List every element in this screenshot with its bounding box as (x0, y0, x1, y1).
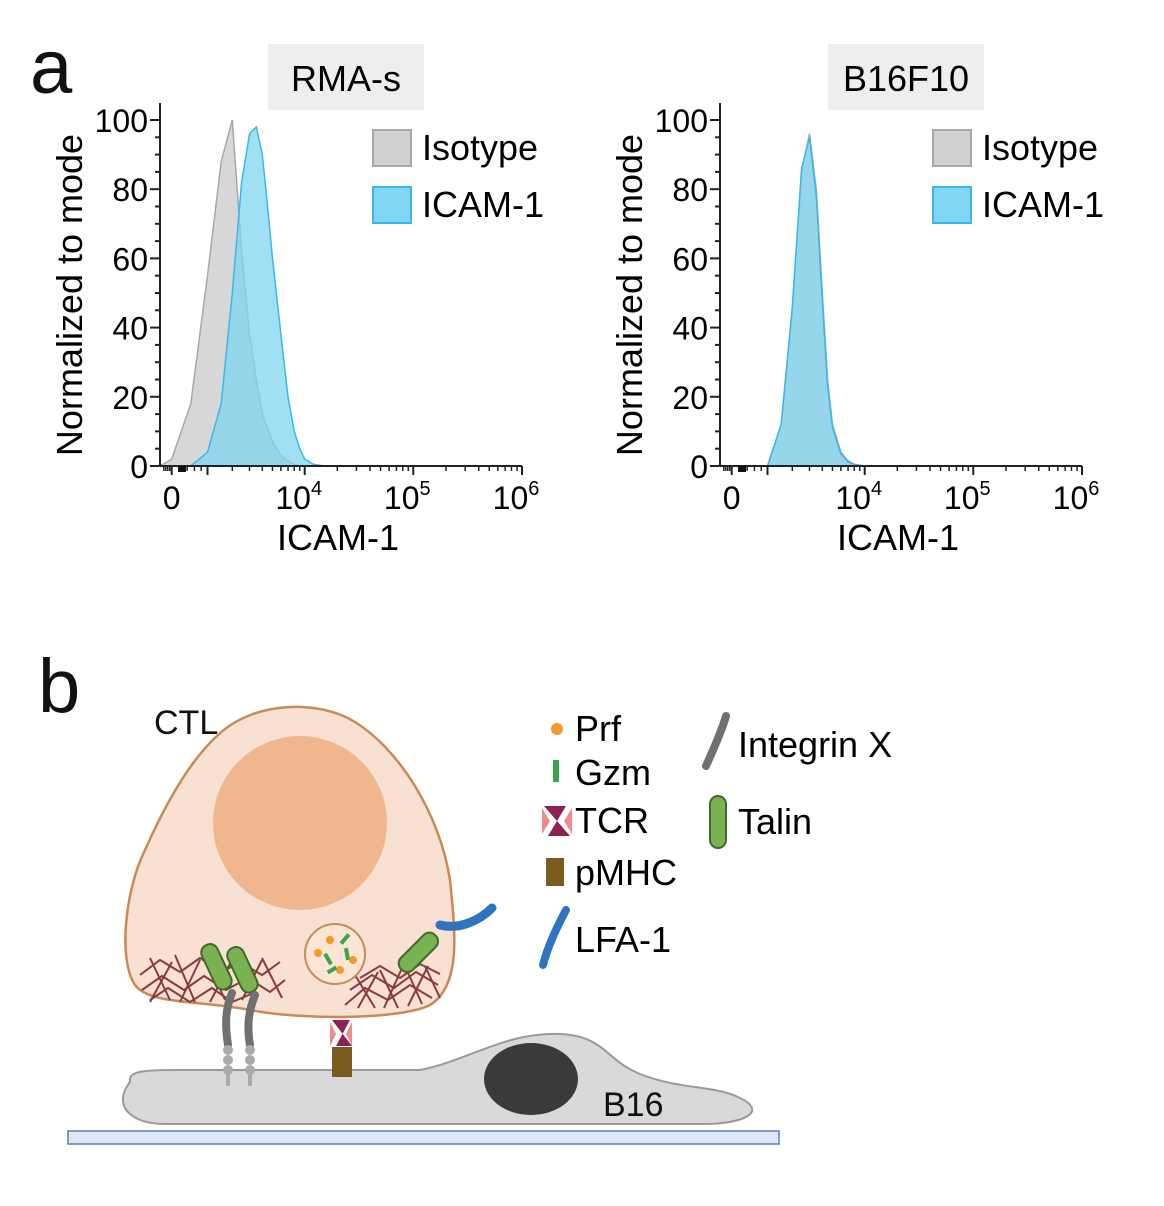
talin-left (200, 943, 259, 994)
y-tick-label: 100 (95, 103, 148, 139)
lytic-granule (304, 923, 366, 985)
plot-title-box (828, 44, 984, 110)
plot-title-box (268, 44, 424, 110)
y-tick-label: 0 (130, 449, 148, 485)
y-tick-label: 40 (672, 311, 708, 347)
legend-column-1: Prf Gzm TCR pMHC LFA-1 (539, 708, 677, 969)
legend-swatch-icam-1 (372, 186, 412, 224)
x-axis-label: ICAM-1 (837, 517, 959, 558)
legend-tcr: TCR (575, 800, 649, 841)
x-tick-label: 104 (835, 478, 882, 516)
y-axis-label: Normalized to mode (49, 134, 90, 456)
legend-swatch-isotype (932, 129, 972, 167)
x-tick-cluster (178, 466, 186, 472)
integrin-x-left (222, 989, 259, 1049)
y-tick-label: 20 (112, 380, 148, 416)
glass-slide (67, 1130, 780, 1145)
y-tick-label: 100 (655, 103, 708, 139)
pmhc-block (332, 1047, 352, 1077)
legend-gzm: Gzm (575, 752, 651, 793)
legend-swatch-isotype (372, 129, 412, 167)
orange-dot-icon (551, 723, 563, 735)
lfa-1-right (435, 903, 497, 931)
x-axis-label: ICAM-1 (277, 517, 399, 558)
green-capsule-icon (709, 795, 727, 849)
x-tick-label: 106 (1053, 478, 1100, 516)
legend-entry-isotype: Isotype (982, 127, 1098, 168)
x-tick-label: 104 (275, 478, 322, 516)
x-tick-label: 105 (384, 478, 431, 516)
ctl-nucleus (213, 736, 387, 910)
plot-title: B16F10 (843, 58, 969, 99)
integrin-ligand (223, 1045, 255, 1086)
legend-swatch-icam-1 (932, 186, 972, 224)
b16-nucleus (484, 1043, 578, 1115)
x-tick-label: 106 (493, 478, 540, 516)
blue-curve-icon (539, 906, 570, 969)
b16-label: B16 (603, 1086, 664, 1124)
series-area-icam-1 (766, 137, 865, 467)
granule-contents (314, 933, 357, 975)
y-tick-label: 80 (672, 172, 708, 208)
talin-right (397, 931, 440, 974)
legend-prf: Prf (575, 708, 622, 749)
y-tick-label: 80 (112, 172, 148, 208)
y-axis-label: Normalized to mode (609, 134, 650, 456)
legend-lfa-1: LFA-1 (575, 919, 671, 960)
legend-entry-isotype: Isotype (422, 127, 538, 168)
y-tick-label: 60 (672, 241, 708, 277)
x-tick-label: 0 (723, 480, 741, 516)
legend-entry-icam-1: ICAM-1 (982, 184, 1104, 225)
y-tick-label: 0 (690, 449, 708, 485)
brown-block-icon (546, 858, 564, 886)
green-bar-icon (553, 760, 559, 782)
panel-a-label: a (30, 25, 73, 110)
y-tick-label: 60 (112, 241, 148, 277)
legend-entry-icam-1: ICAM-1 (422, 184, 544, 225)
y-tick-label: 40 (112, 311, 148, 347)
grey-curve-icon (702, 712, 730, 770)
tcr-bowtie-icon (542, 806, 572, 836)
legend-integrin-x: Integrin X (738, 724, 892, 765)
x-tick-label: 105 (944, 478, 991, 516)
series-area-icam-1 (188, 125, 324, 467)
legend-column-2: Integrin X Talin (702, 712, 892, 849)
legend-talin: Talin (738, 801, 812, 842)
plot-title: RMA-s (291, 58, 401, 99)
panel-b-label: b (38, 644, 80, 729)
legend-pmhc: pMHC (575, 852, 677, 893)
ctl-label: CTL (154, 704, 218, 742)
x-tick-cluster (738, 466, 746, 472)
x-tick-label: 0 (163, 480, 181, 516)
b16-cell (122, 1032, 754, 1125)
tcr-complex (330, 1020, 352, 1046)
y-tick-label: 20 (672, 380, 708, 416)
